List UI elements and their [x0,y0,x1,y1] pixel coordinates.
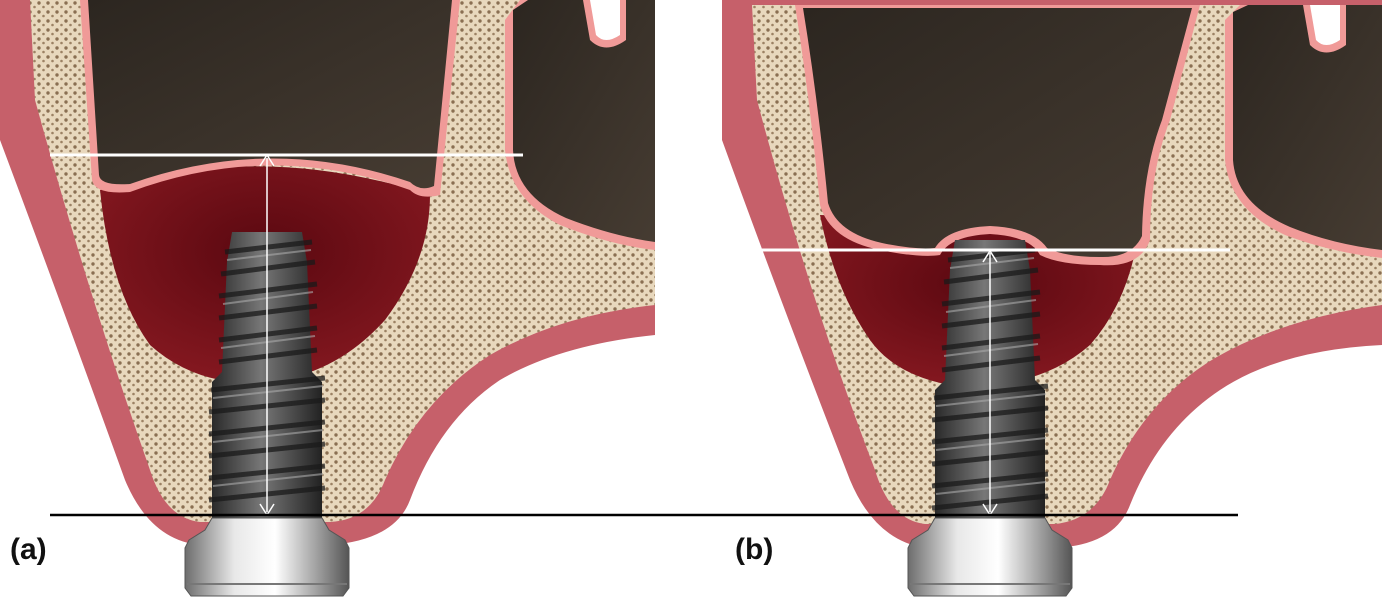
panel-a-drawing [0,0,655,597]
panel-label-a: (a) [10,533,47,566]
panel-b-drawing [722,0,1382,597]
panel-label-b: (b) [735,533,774,566]
